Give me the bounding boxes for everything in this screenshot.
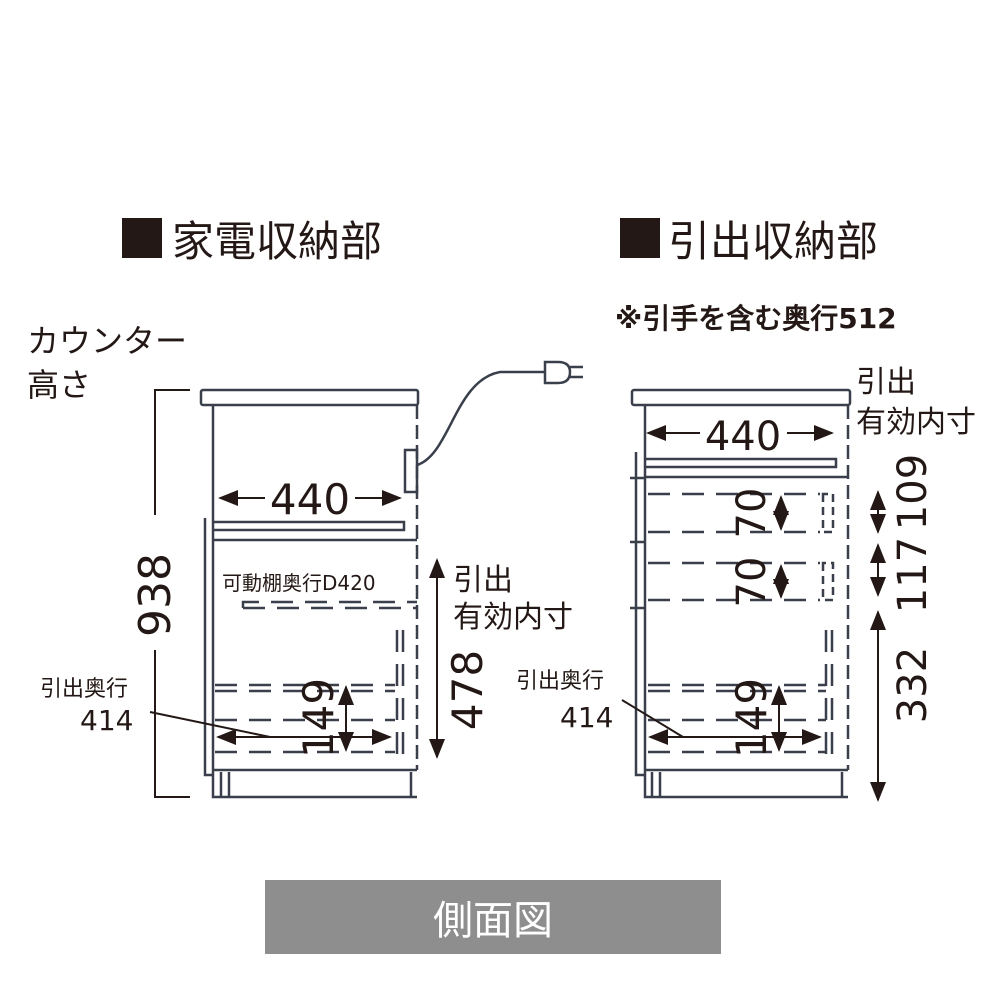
drawer3-inner-value: 149: [727, 678, 776, 758]
drawer-depth-label: 引出奥行: [40, 677, 128, 702]
drawer1-inner-value: 70: [729, 488, 775, 539]
height-dimension-line: [154, 389, 190, 798]
countertop: [630, 388, 852, 407]
height-value: 938: [130, 553, 181, 637]
drawer-inner-label: 引出: [453, 563, 513, 598]
drawer1-height-value: 109: [890, 454, 936, 530]
shelf-depth-label: 可動棚奥行D420: [222, 571, 376, 595]
side-view-label: 側面図: [265, 880, 721, 954]
drawer2-height-value: 117: [890, 537, 936, 613]
power-cord: [416, 370, 545, 467]
counter-height-label: カウンター: [27, 322, 187, 360]
drawer-cabinet: 440 引出 有効内寸 70 70 149 引出奥行 414 109 117 3…: [516, 365, 976, 802]
counter-height-label: 高さ: [27, 366, 91, 404]
depth-note: ※引手を含む奥行512: [615, 302, 897, 335]
heading-right: 引出収納部: [668, 217, 878, 266]
heading-square-icon: [620, 218, 660, 258]
drawer-inner-label: 引出: [856, 365, 916, 400]
outlet-icon: [403, 448, 419, 494]
width-value: 440: [705, 414, 781, 460]
heading-square-icon: [122, 218, 162, 258]
drawer3-height-value: 332: [890, 647, 936, 723]
drawer-depth-label: 引出奥行: [516, 669, 604, 694]
countertop: [199, 388, 420, 407]
width-value: 440: [270, 475, 350, 524]
drawer2-inner-value: 70: [729, 557, 775, 608]
drawer-inner-label: 有効内寸: [453, 600, 573, 635]
drawer-depth-value: 414: [80, 704, 133, 737]
drawer-height-value: 478: [443, 650, 492, 730]
drawer-inner-label: 有効内寸: [856, 405, 976, 440]
drawer-inner-value: 149: [294, 678, 343, 758]
heading-left: 家電収納部: [172, 217, 382, 266]
appliance-cabinet: カウンター 高さ 938 440 可動棚奥行D420 引出 有効内寸 478 1…: [27, 322, 583, 799]
drawer-depth-value: 414: [560, 701, 613, 734]
plug-icon: [543, 360, 583, 385]
